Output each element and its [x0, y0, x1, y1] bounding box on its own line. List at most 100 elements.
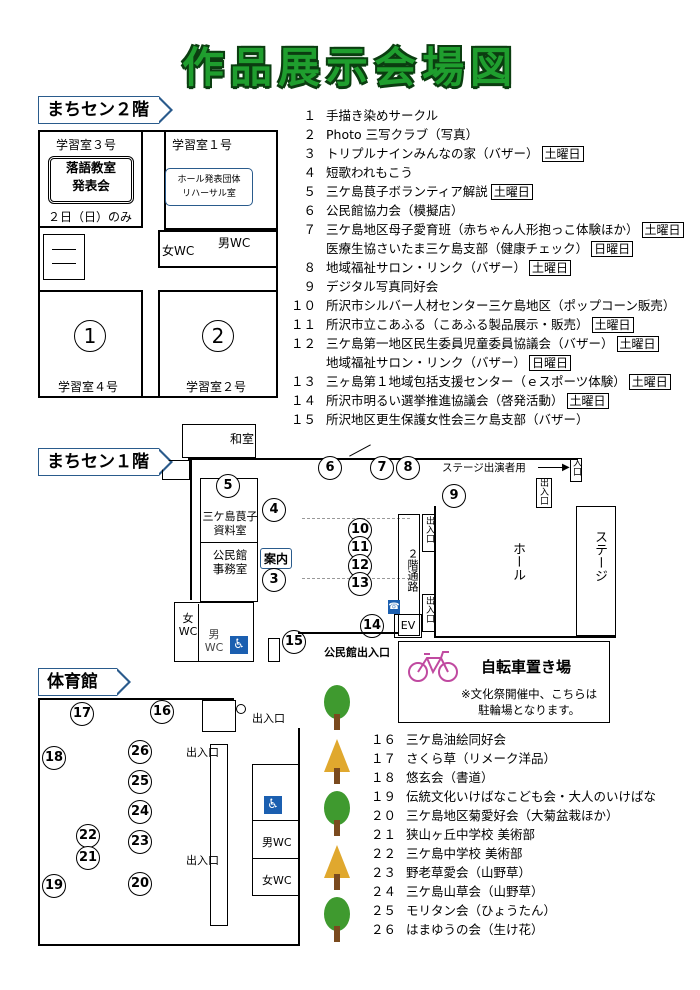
hall-exit-2: 出入口 [424, 596, 434, 623]
gym-wc-female: 女WC [262, 874, 292, 887]
tree-icon [324, 791, 350, 836]
booth-5: 5 [216, 474, 240, 498]
room-4 [38, 290, 143, 398]
booth-22: 22 [76, 824, 100, 848]
booth-21: 21 [76, 846, 100, 870]
booth-19: 19 [42, 874, 66, 898]
day-badge: 土曜日 [541, 146, 584, 162]
washitsu-label: 和室 [230, 432, 255, 446]
day-badge: 土曜日 [641, 222, 684, 238]
room-2 [158, 290, 278, 398]
floor1-banner-label: まちセン１階 [47, 452, 149, 472]
arrow-right-icon [538, 467, 568, 468]
day-badge: 土曜日 [529, 260, 572, 276]
wc-male-1f: 男 WC [204, 628, 224, 654]
page-title: 作品展示会場図 [181, 43, 518, 92]
gym-exit-top: 出入口 [252, 712, 285, 725]
booth-20: 20 [128, 872, 152, 896]
booth-17: 17 [70, 702, 94, 726]
booth-4: 4 [262, 498, 286, 522]
hall-label: ホール [510, 542, 525, 581]
booth-9: 9 [442, 484, 466, 508]
booth-26: 26 [128, 740, 152, 764]
day-badge: 土曜日 [628, 374, 671, 390]
gym-wc-block [252, 764, 300, 896]
room-2-label: 学習室２号 [186, 380, 247, 394]
hall-exit-1: 出入口 [424, 516, 434, 543]
info-desk: 案内 [260, 548, 293, 569]
gym-exit-2: 出入口 [186, 854, 219, 867]
booth-24: 24 [128, 800, 152, 824]
floor2-map: 学習室３号 落語教室 発表会 ２日（日）のみ 学習室１号 ホール発表団体 リハー… [38, 130, 278, 398]
room-3 [38, 130, 143, 228]
rehearsal-sign: ホール発表団体 リハーサル室 [165, 168, 253, 206]
wall-left [190, 460, 192, 600]
stage-label: ステージ [592, 530, 607, 582]
jimusho-label: 公民館 事務室 [212, 548, 248, 576]
washitsu-room [182, 424, 256, 458]
day-badge: 土曜日 [566, 393, 609, 409]
hall-exit-right: 出入口 [538, 478, 548, 505]
tree-icon [324, 845, 350, 890]
booth-16: 16 [150, 700, 174, 724]
floor1-banner: まちセン１階 [38, 448, 173, 476]
floor2-banner: まちセン２階 [38, 96, 173, 124]
gym-banner-label: 体育館 [47, 672, 98, 692]
rakugo-sign: 落語教室 発表会 [48, 156, 134, 204]
bike-note: ※文化祭開催中、こちらは 駐輪場となります。 [461, 687, 598, 717]
gym-map: 出入口 出入口 出入口 ♿ 男WC 女WC 17 16 18 26 25 24 … [38, 698, 300, 946]
gym-stairs [202, 700, 236, 732]
gym-corridor [210, 744, 228, 926]
booth-1: 1 [74, 320, 106, 352]
booth-23: 23 [128, 830, 152, 854]
stair-corridor [398, 514, 420, 636]
wc-male: 男WC [218, 236, 251, 250]
accessible-wc-icon: ♿ [230, 636, 248, 654]
gym-exit-1: 出入口 [186, 746, 219, 759]
room-1-label: 学習室１号 [172, 138, 233, 152]
gym-banner: 体育館 [38, 668, 131, 696]
wc-female: 女WC [162, 244, 195, 258]
bike-parking-box: 自転車置き場 ※文化祭開催中、こちらは 駐輪場となります。 [398, 641, 610, 723]
booth-18: 18 [42, 746, 66, 770]
stage-entrance-label: ステージ出演者用 [442, 462, 526, 474]
stage [576, 506, 616, 636]
booth-7: 7 [370, 456, 394, 480]
stairs-label: ２階通路 [406, 548, 419, 592]
phone-icon: ☎ [388, 600, 400, 614]
booth-6: 6 [318, 456, 342, 480]
rakugo-note: ２日（日）のみ [48, 210, 133, 224]
stage-exit-mark: 入口 [571, 458, 581, 476]
booth-8: 8 [396, 456, 420, 480]
shiryo-label: 三ケ島茛子 資料室 [202, 510, 258, 537]
tree-icon [324, 897, 350, 942]
floor2-banner-label: まちセン２階 [47, 100, 149, 120]
booth-13: 13 [348, 572, 372, 596]
tree-icon [324, 739, 350, 784]
day-badge: 土曜日 [616, 336, 659, 352]
legend-row: 地域福祉サロン・リンク（バザー）日曜日 [282, 353, 692, 372]
day-badge: 日曜日 [529, 355, 572, 371]
wc-block [158, 230, 278, 268]
